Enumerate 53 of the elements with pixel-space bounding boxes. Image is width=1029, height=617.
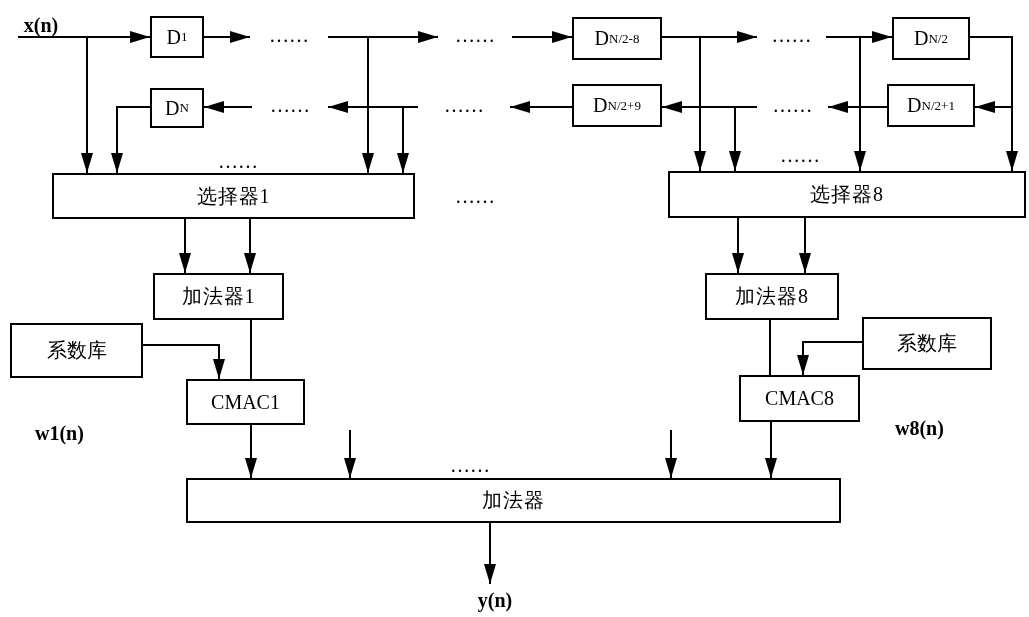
arrow [854, 36, 866, 172]
arrow [327, 101, 419, 113]
adder-box: 加法器1 [153, 273, 284, 320]
arrow [203, 101, 253, 113]
ellipsis-dots: …… [450, 455, 490, 475]
coefficient-box: 系数库 [862, 317, 992, 370]
signal-label: y(n) [470, 584, 520, 612]
ellipsis-dots: …… [438, 27, 512, 43]
arrow [179, 218, 191, 274]
arrow [799, 217, 811, 274]
arrow [111, 106, 151, 174]
cmac-box: CMAC1 [186, 379, 305, 425]
arrow [484, 522, 496, 585]
cmac-box: CMAC8 [739, 375, 860, 422]
arrow [765, 421, 777, 479]
arrow [661, 36, 706, 172]
arrow [665, 429, 677, 479]
ellipsis-dots: …… [455, 186, 495, 206]
arrow [827, 101, 888, 113]
connector-line [769, 319, 771, 376]
arrow [511, 31, 573, 43]
ellipsis-dots: …… [780, 145, 820, 165]
weight-label: w8(n) [895, 418, 944, 438]
ellipsis-dots: …… [418, 97, 510, 113]
arrow [661, 101, 758, 113]
arrow [327, 31, 439, 43]
arrow [244, 218, 256, 274]
adder-box: 加法器 [186, 478, 841, 523]
signal-label: x(n) [18, 4, 64, 37]
arrow [969, 36, 1018, 172]
ellipsis-dots: …… [218, 151, 258, 171]
weight-label: w1(n) [35, 423, 84, 443]
ellipsis-dots: …… [757, 97, 828, 113]
arrow [397, 106, 409, 174]
arrow [729, 106, 741, 172]
arrow [797, 341, 863, 376]
connector-line [250, 319, 252, 380]
arrow [17, 36, 93, 174]
arrow [203, 31, 251, 43]
ellipsis-dots: …… [250, 27, 328, 43]
ellipsis-dots: …… [757, 27, 826, 43]
coefficient-box: 系数库 [10, 323, 143, 378]
selector-box: 选择器8 [668, 171, 1026, 218]
arrow [245, 424, 257, 479]
adder-box: 加法器8 [705, 273, 839, 320]
arrow [362, 36, 374, 174]
ellipsis-dots: …… [252, 97, 328, 113]
arrow [344, 429, 356, 479]
selector-box: 选择器1 [52, 173, 415, 219]
arrow [732, 217, 744, 274]
arrow [509, 101, 573, 113]
arrow [825, 31, 893, 43]
arrow [142, 344, 225, 380]
